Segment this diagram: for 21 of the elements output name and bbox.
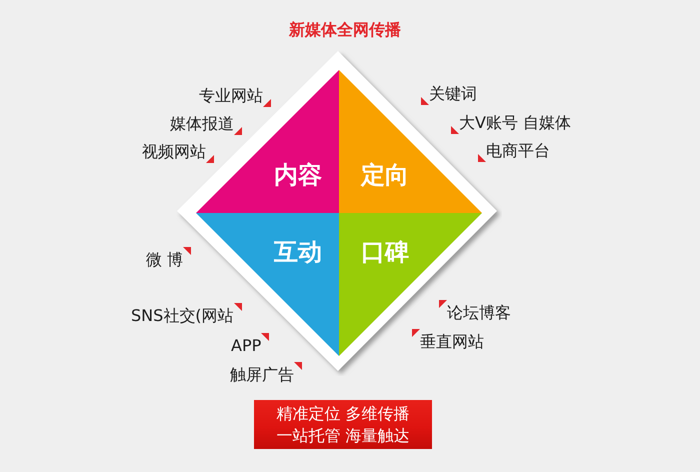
slogan-text: 精准定位 多维传播 bbox=[276, 402, 410, 424]
channel-label: 关键词 bbox=[429, 84, 477, 103]
channel-label: 触屏广告 bbox=[230, 365, 294, 384]
quadrant-label: 口碑 bbox=[361, 238, 409, 266]
title: 新媒体全网传播 bbox=[289, 20, 401, 40]
quadrant-label: 内容 bbox=[274, 161, 322, 189]
channel-label: 电商平台 bbox=[486, 141, 550, 160]
slogan-banner bbox=[254, 400, 432, 449]
channel-label: 垂直网站 bbox=[420, 332, 484, 351]
channel-label: SNS社交(网站 bbox=[131, 306, 234, 325]
channel-label: 论坛博客 bbox=[447, 303, 511, 322]
quadrant-label: 互动 bbox=[274, 238, 322, 266]
channel-label: 专业网站 bbox=[199, 86, 263, 105]
slogan-text: 一站托管 海量触达 bbox=[276, 424, 410, 446]
quadrant-label: 定向 bbox=[361, 161, 409, 189]
channel-label: 视频网站 bbox=[142, 142, 206, 161]
channel-label: 微 博 bbox=[146, 250, 184, 269]
channel-label: APP bbox=[231, 336, 262, 355]
quadrant-triangle bbox=[196, 213, 339, 356]
channel-label: 媒体报道 bbox=[170, 114, 234, 133]
channel-label: 大V账号 自媒体 bbox=[459, 113, 572, 132]
